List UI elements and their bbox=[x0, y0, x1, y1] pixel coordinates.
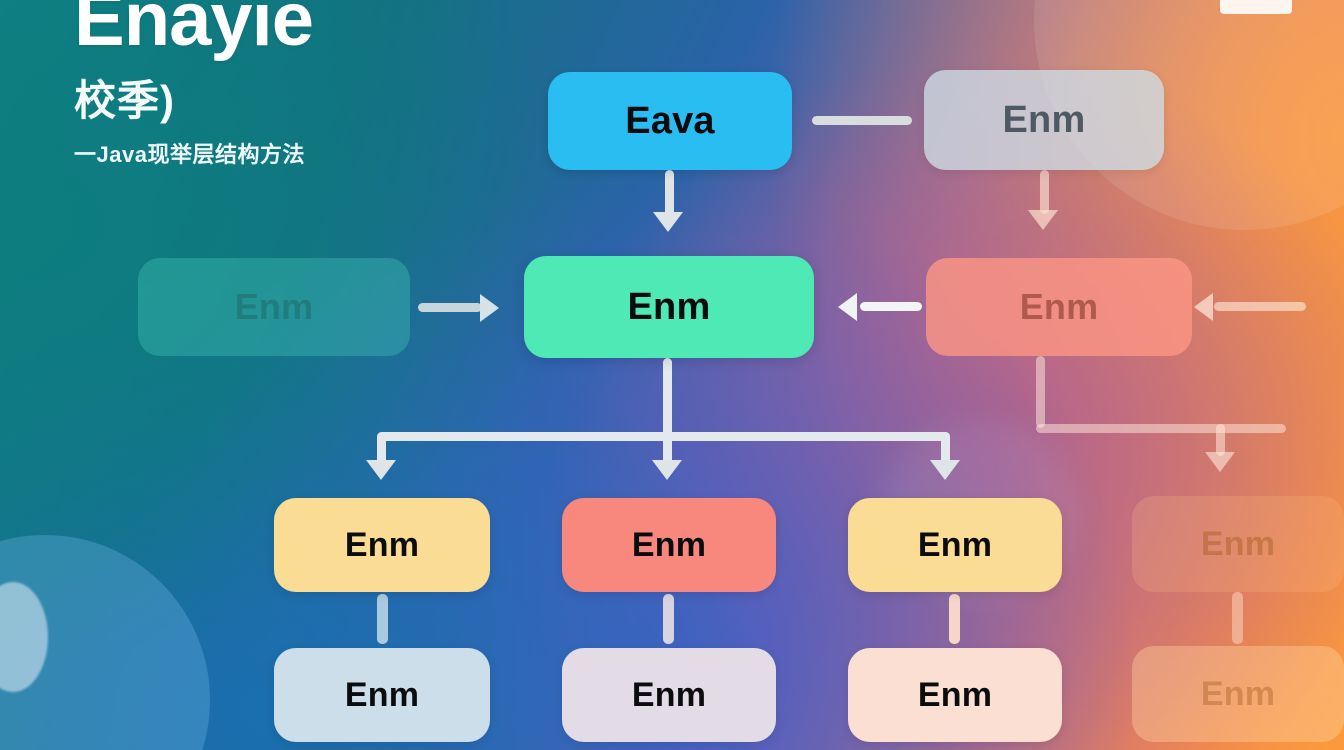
node-label: Enm bbox=[344, 676, 420, 714]
edge-root-to-topright bbox=[812, 116, 912, 125]
node-mid-left-enm[interactable]: Enm bbox=[138, 258, 410, 356]
edge-branch-trunk bbox=[663, 358, 672, 438]
edge-stub-3 bbox=[949, 594, 960, 644]
edge-root-to-mid-arrow bbox=[653, 212, 683, 232]
node-child-right-faded-enm[interactable]: Enm bbox=[1132, 496, 1344, 592]
node-child-3-enm[interactable]: Enm bbox=[848, 498, 1062, 592]
edge-right-branch-arrow bbox=[1205, 452, 1235, 472]
edge-midright-to-mid-line bbox=[860, 302, 922, 311]
edge-far-right-arrow bbox=[1194, 293, 1213, 321]
node-label: Enm bbox=[1019, 286, 1099, 327]
node-label: Enm bbox=[917, 526, 993, 564]
edge-midleft-to-mid-arrow bbox=[480, 294, 499, 322]
node-label: Enm bbox=[1002, 99, 1086, 141]
edge-stub-1 bbox=[377, 594, 388, 644]
edge-midright-to-mid-arrow bbox=[838, 293, 857, 321]
page-description: 一Java现举层结构方法 bbox=[74, 142, 305, 167]
node-label: Enm bbox=[627, 286, 711, 328]
edge-branch-arrow-2 bbox=[652, 460, 682, 480]
node-child-2-enm[interactable]: Enm bbox=[562, 498, 776, 592]
edge-root-to-mid-line bbox=[665, 170, 674, 216]
decorative-oval-left bbox=[0, 582, 48, 692]
node-label: Enm bbox=[917, 676, 993, 714]
node-mid-center-enm[interactable]: Enm bbox=[524, 256, 814, 358]
node-label: Enm bbox=[631, 526, 707, 564]
node-root-eava[interactable]: Eava bbox=[548, 72, 792, 170]
edge-topright-to-midright-arrow bbox=[1028, 210, 1058, 230]
edge-right-branch-trunk bbox=[1036, 356, 1045, 428]
edge-far-right-line bbox=[1214, 302, 1306, 311]
edge-branch-bar bbox=[378, 432, 950, 441]
edge-topright-to-midright-line bbox=[1040, 170, 1049, 214]
edge-stub-2 bbox=[663, 594, 674, 644]
edge-branch-arrow-1 bbox=[366, 460, 396, 480]
node-leaf-3-enm[interactable]: Enm bbox=[848, 648, 1062, 742]
node-top-right-enm[interactable]: Enm bbox=[924, 70, 1164, 170]
node-label: Enm bbox=[344, 526, 420, 564]
node-leaf-1-enm[interactable]: Enm bbox=[274, 648, 490, 742]
edge-branch-leg-2 bbox=[663, 432, 672, 464]
node-leaf-right-faded-enm[interactable]: Enm bbox=[1132, 646, 1344, 742]
node-child-1-enm[interactable]: Enm bbox=[274, 498, 490, 592]
edge-right-branch-leg bbox=[1216, 424, 1225, 456]
title-block: Enayie 校季) 一Java现举层结构方法 bbox=[74, 0, 314, 167]
decorative-rect-top-right bbox=[1220, 0, 1292, 14]
node-label: Enm bbox=[234, 286, 314, 327]
node-label: Enm bbox=[1200, 525, 1276, 563]
node-mid-right-enm[interactable]: Enm bbox=[926, 258, 1192, 356]
edge-branch-arrow-3 bbox=[930, 460, 960, 480]
edge-branch-leg-1 bbox=[377, 432, 386, 464]
edge-midleft-to-mid-line bbox=[418, 303, 482, 312]
node-label: Eava bbox=[625, 100, 715, 142]
edge-branch-leg-3 bbox=[941, 432, 950, 464]
edge-right-branch-bar bbox=[1036, 424, 1286, 433]
page-title: Enayie bbox=[74, 0, 314, 62]
decorative-circle-bottom-left bbox=[0, 535, 210, 750]
edge-stub-right-faded bbox=[1232, 592, 1243, 644]
node-label: Enm bbox=[1200, 675, 1276, 713]
node-label: Enm bbox=[631, 676, 707, 714]
page-subtitle: 校季) bbox=[74, 77, 175, 124]
node-leaf-2-enm[interactable]: Enm bbox=[562, 648, 776, 742]
